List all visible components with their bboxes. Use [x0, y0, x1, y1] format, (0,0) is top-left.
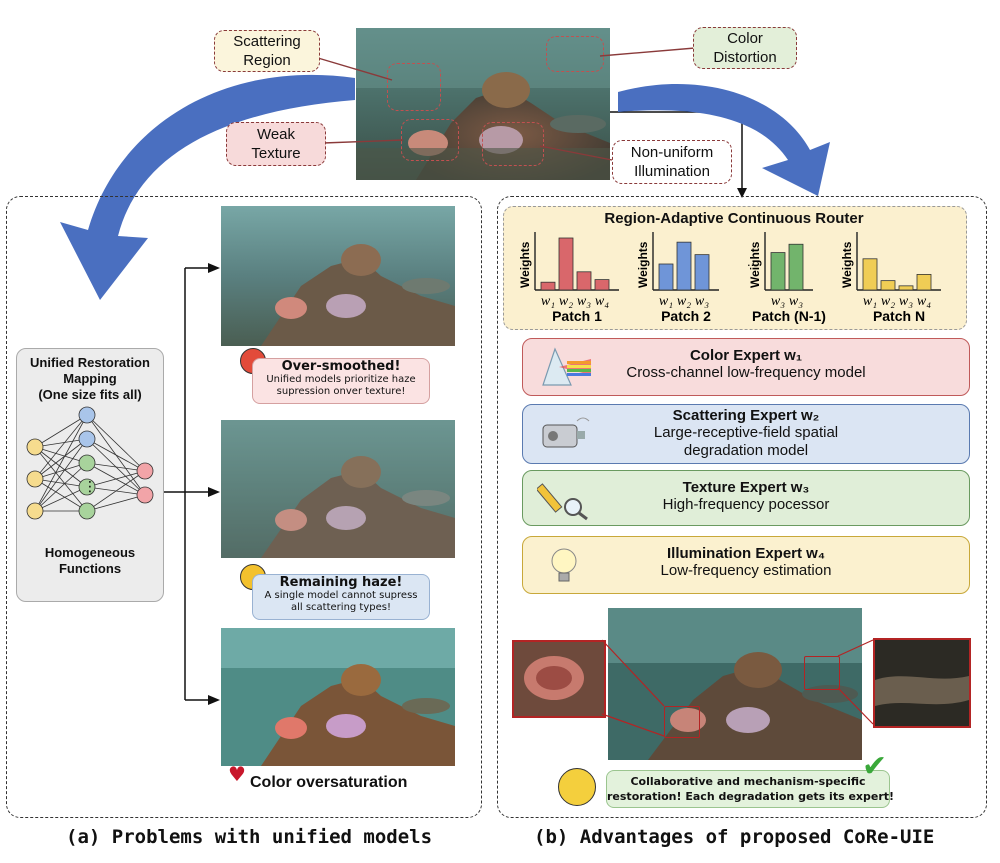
- pencil-magnifier-icon: [535, 477, 591, 525]
- bar-tick-label: w₃: [771, 294, 785, 309]
- patch-label: Patch (N-1): [752, 308, 826, 324]
- patch-label: Patch 2: [661, 308, 711, 324]
- network-title: Unified Restoration Mapping (One size fi…: [30, 355, 150, 402]
- bar-w4: [916, 274, 932, 291]
- zoom-right-region: [804, 656, 840, 690]
- bar-tick-label: w₁: [659, 294, 673, 309]
- ellipsis-dots: ...: [747, 254, 758, 269]
- bar-w1: [540, 281, 556, 291]
- remaining-haze-title: Remaining haze!: [279, 575, 403, 590]
- bar-tick-label: w₃: [899, 294, 913, 309]
- remaining-haze-bubble: Remaining haze! A single model cannot su…: [252, 574, 430, 620]
- expert-description: Large-receptive-field spatial degradatio…: [653, 424, 839, 459]
- y-axis-label: Weights: [636, 241, 650, 288]
- fog-machine-icon: [537, 411, 591, 459]
- neural-network-icon: ⋮: [26, 406, 154, 520]
- input-underwater-image: [356, 28, 610, 180]
- weak-texture-tag: Weak Texture: [226, 122, 326, 166]
- smiling-face-icon: [558, 768, 596, 806]
- scattering-region-box: [387, 63, 441, 111]
- expert-description: High-frequency pocessor: [662, 496, 830, 513]
- expert-name: Color Expert w₁: [689, 347, 803, 364]
- bar-w3: [694, 254, 710, 291]
- left-curved-arrow: [60, 74, 355, 300]
- bar-w3: [576, 271, 592, 291]
- expert-name: Scattering Expert w₂: [672, 407, 820, 424]
- result-image-oversaturated: [221, 628, 455, 766]
- expert-name: Texture Expert w₃: [682, 479, 810, 496]
- bar-tick-label: w₂: [559, 294, 573, 309]
- expert-name: Illumination Expert w₄: [667, 545, 825, 562]
- bar-w2: [558, 237, 574, 291]
- right-panel: [497, 196, 987, 818]
- y-axis-label: Weights: [518, 241, 532, 288]
- bar-w3: [898, 285, 914, 291]
- bar-w1: [862, 258, 878, 291]
- remaining-haze-text: A single model cannot supress all scatte…: [264, 590, 418, 613]
- bar-tick-label: w₁: [863, 294, 877, 309]
- restored-image: [608, 608, 862, 760]
- network-box: Unified Restoration Mapping (One size fi…: [16, 348, 164, 602]
- broken-heart-icon: ♥: [228, 762, 246, 786]
- bar-w1: [658, 263, 674, 291]
- y-axis-label: Weights: [748, 241, 762, 288]
- router-title: Region-Adaptive Continuous Router: [604, 210, 864, 227]
- check-icon: ✔: [862, 749, 888, 784]
- bar-w3: [788, 243, 804, 291]
- left-panel: [6, 196, 482, 818]
- bar-tick-label: w₃: [695, 294, 709, 309]
- right-curved-arrow: [618, 84, 830, 196]
- result-image-remaining-haze: [221, 420, 455, 558]
- bar-tick-label: w₃: [577, 294, 591, 309]
- oversmoothed-bubble: Over-smoothed! Unified models prioritize…: [252, 358, 430, 404]
- nonuniform-illumination-tag: Non-uniform Illumination: [612, 140, 732, 184]
- bar-w2: [676, 241, 692, 291]
- svg-text:⋮: ⋮: [83, 479, 97, 495]
- bar-w3: [770, 252, 786, 291]
- final-bubble: Collaborative and mechanism-specific res…: [606, 770, 895, 808]
- network-caption: Homogeneous Functions: [44, 545, 136, 576]
- oversaturation-label: Color oversaturation: [250, 774, 408, 791]
- scattering-region-tag: Scattering Region: [214, 30, 320, 72]
- color-distortion-tag: Color Distortion: [693, 27, 797, 69]
- y-axis-label: Weights: [840, 241, 854, 288]
- nonuniform-illumination-box: [482, 122, 544, 166]
- left-caption: (a) Problems with unified models: [66, 826, 433, 848]
- zoom-left-region: [664, 706, 700, 738]
- bar-tick-label: w₂: [881, 294, 895, 309]
- prism-icon: [537, 345, 591, 393]
- color-distortion-box: [546, 36, 604, 72]
- router-box: [503, 206, 967, 330]
- right-caption: (b) Advantages of proposed CoRe-UIE: [534, 826, 935, 848]
- final-bubble-text: Collaborative and mechanism-specific res…: [607, 775, 895, 803]
- zoom-left: [512, 640, 606, 718]
- bar-tick-label: w₂: [677, 294, 691, 309]
- patch-label: Patch 1: [552, 308, 602, 324]
- result-image-oversmoothed: [221, 206, 455, 346]
- bar-tick-label: w₁: [541, 294, 555, 309]
- zoom-right: [873, 638, 971, 728]
- bar-tick-label: w₃: [789, 294, 803, 309]
- bar-w2: [880, 280, 896, 291]
- expert-description: Low-frequency estimation: [660, 562, 832, 579]
- bar-tick-label: w₄: [917, 294, 931, 309]
- bar-w4: [594, 279, 610, 291]
- patch-label: Patch N: [873, 308, 925, 324]
- oversmoothed-title: Over-smoothed!: [281, 359, 401, 374]
- oversmoothed-text: Unified models prioritize haze supressio…: [266, 374, 416, 397]
- lightbulb-icon: [537, 543, 591, 591]
- expert-description: Cross-channel low-frequency model: [626, 364, 866, 381]
- bar-tick-label: w₄: [595, 294, 609, 309]
